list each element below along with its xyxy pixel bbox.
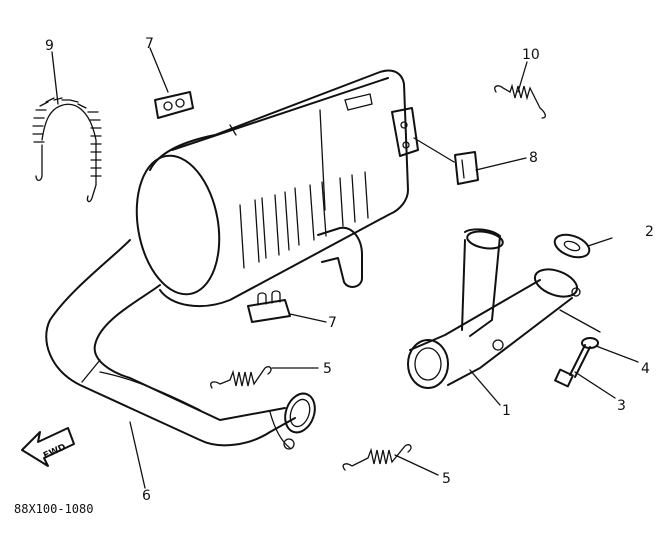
muffler <box>135 69 419 307</box>
callout-7-upper: 7 <box>145 36 154 52</box>
callout-2: 2 <box>645 224 654 240</box>
damper-lower <box>247 290 291 323</box>
spring-lower <box>342 444 412 471</box>
spring-upper <box>210 366 272 389</box>
callout-5-lower: 5 <box>442 471 451 487</box>
gasket <box>553 233 591 259</box>
callout-3: 3 <box>617 398 626 414</box>
callout-9: 9 <box>45 38 54 54</box>
damper-upper <box>154 91 194 119</box>
exhaust-manifold <box>407 228 581 389</box>
forward-arrow-icon: FWD <box>21 427 75 467</box>
drawing-code: 88X100-1080 <box>14 502 93 516</box>
callout-5-upper: 5 <box>323 361 332 377</box>
exhaust-pipe <box>45 239 316 450</box>
callout-1: 1 <box>502 403 511 419</box>
washer <box>581 337 599 349</box>
bolt <box>554 344 591 388</box>
damper-right <box>454 151 479 185</box>
forward-label: FWD <box>42 442 68 461</box>
leader-lines <box>51 47 639 489</box>
callout-4: 4 <box>641 361 650 377</box>
callout-6: 6 <box>142 488 151 504</box>
callout-8: 8 <box>529 150 538 166</box>
spring-short <box>494 83 546 119</box>
spring-long <box>32 97 102 203</box>
callout-10: 10 <box>522 47 540 63</box>
callout-7-lower: 7 <box>328 315 337 331</box>
